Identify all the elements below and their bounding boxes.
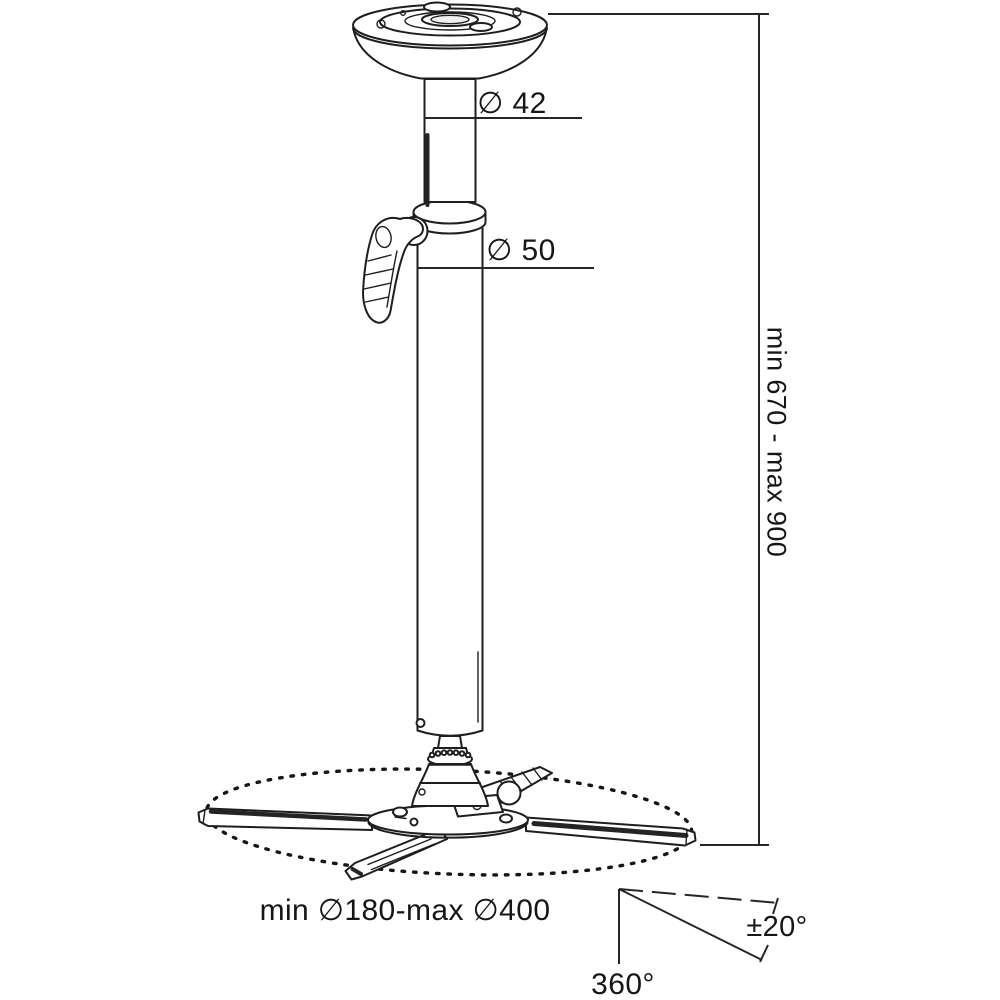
locking-lever [362, 216, 429, 324]
rotation-range-label: 360° [591, 968, 655, 1000]
tilt-range-label: ±20° [746, 911, 808, 943]
tilt-rotation-indicator [618, 888, 780, 964]
pole-collar [412, 199, 487, 235]
ceiling-mount-plate [352, 1, 548, 80]
height-range-label: min 670 - max 900 [761, 326, 792, 558]
clamp-knob [496, 780, 522, 806]
lower-pole [415, 224, 484, 737]
upper-pole [423, 78, 477, 207]
upper-tube-diameter-label: ∅ 42 [477, 87, 547, 120]
ball-joint [427, 735, 473, 767]
lower-tube-diameter-label: ∅ 50 [486, 234, 556, 267]
mount-head [411, 763, 489, 807]
support-arms [197, 766, 697, 881]
plate-diameter-range-label: min ∅180-max ∅400 [259, 894, 551, 927]
height-dimension-line [548, 13, 769, 846]
